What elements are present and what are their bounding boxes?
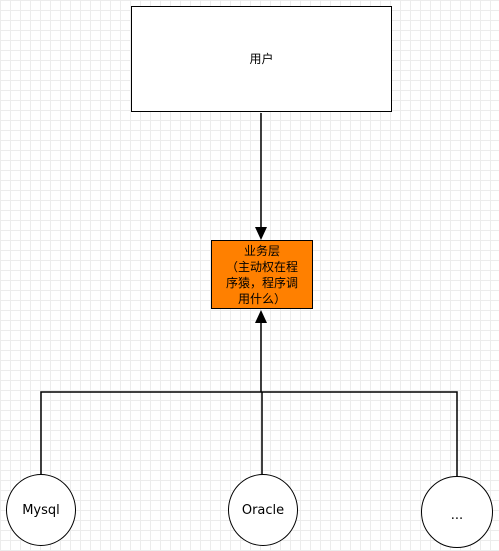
business-label-line3: 序猿，程序调 [225, 275, 298, 290]
mysql-connector [40, 391, 261, 474]
more-node[interactable]: ... [421, 476, 493, 548]
more-connector [261, 391, 458, 476]
mysql-node[interactable]: Mysql [6, 474, 76, 546]
user-label: 用户 [249, 51, 274, 66]
oracle-label: Oracle [241, 502, 285, 518]
mysql-label: Mysql [22, 502, 60, 518]
business-layer-box[interactable]: 业务层 （主动权在程 序猿，程序调 用什么） [211, 240, 313, 309]
business-label-line2: （主动权在程 [225, 259, 298, 274]
user-to-business-arrowhead [255, 227, 267, 240]
oracle-node[interactable]: Oracle [228, 474, 298, 546]
more-label: ... [450, 507, 464, 523]
business-label-line4: 用什么） [237, 291, 286, 306]
bus-to-business-arrowhead [255, 310, 267, 323]
user-box[interactable]: 用户 [131, 6, 392, 112]
business-label-line1: 业务层 [243, 243, 280, 258]
